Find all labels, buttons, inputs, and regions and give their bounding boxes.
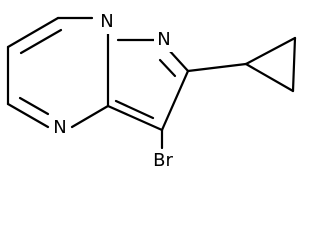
atom-background-n-top-left [97, 10, 117, 34]
bond-c6-c4 [106, 104, 164, 132]
atom-label-bromine: Br [153, 150, 173, 171]
bond-cyclopropyl-a [244, 36, 297, 66]
atom-label-n-bottom: N [53, 117, 66, 138]
atom-background-n-top-right [154, 28, 174, 52]
molecule-diagram: N N N Br [6, 10, 297, 173]
bond-c1-c2 [6, 16, 60, 49]
bond-c3-n3 [6, 102, 50, 129]
bond-c6-c4-inner [114, 99, 155, 120]
bond-c3-n3-inner [18, 96, 50, 116]
bond-c5-cyclopropyl [186, 62, 248, 73]
bond-n2-c5-inner [158, 58, 177, 78]
bond-cyclopropyl-c [244, 62, 295, 93]
atom-label-n-top-left: N [100, 11, 113, 32]
bond-cyclopropyl-b [291, 36, 297, 93]
atom-label-n-top-right: N [157, 29, 170, 50]
atom-background-bromine [149, 149, 177, 173]
chemical-structure-canvas: N N N Br [6, 10, 297, 173]
bond-c1-c2-inner [19, 28, 63, 55]
bond-c5-c6 [160, 69, 190, 132]
atom-background-n-bottom [50, 116, 70, 140]
bond-n3-c4 [70, 104, 110, 129]
bond-n2-c5 [166, 47, 190, 73]
